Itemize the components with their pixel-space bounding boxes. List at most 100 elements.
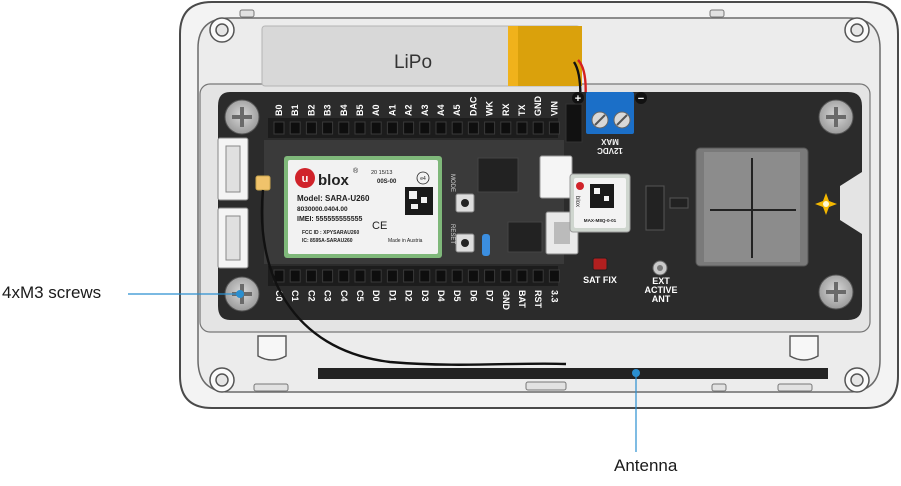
header-top-pin-label: A2 (404, 104, 414, 116)
header-bottom-pin-label: C2 (306, 290, 316, 302)
header-bottom-pin-label: D4 (436, 290, 446, 302)
header-bottom-pin-label: C3 (323, 290, 333, 302)
sat-fix-label: SAT FIX (583, 275, 617, 285)
header-top-pin-label: VIN (549, 101, 559, 116)
svg-text:e4: e4 (420, 176, 426, 182)
header-top-pin (306, 122, 316, 134)
header-top-pin (501, 122, 511, 134)
module-imei: IMEI: 555555555555 (297, 216, 362, 223)
antenna-callout-label: Antenna (614, 456, 677, 476)
header-top-pin (468, 122, 478, 134)
lte-antenna-strip (318, 368, 828, 379)
header-top-pin (533, 122, 543, 134)
module-brand: blox (318, 172, 349, 189)
header-top-pin-label: B0 (274, 104, 284, 116)
module-model: Model: SARA-U260 (297, 194, 370, 203)
header-top-pin (485, 122, 495, 134)
header-bottom-pin-label: D6 (468, 290, 478, 302)
header-bottom-pin (290, 270, 300, 282)
header-bottom-pin (355, 270, 365, 282)
header-bottom-pin (323, 270, 333, 282)
svg-text:−: − (638, 93, 644, 105)
svg-text:MODE: MODE (449, 174, 455, 192)
battery-label: LiPo (394, 52, 432, 73)
header-top-pin-label: TX (517, 104, 527, 116)
header-bottom-pin (387, 270, 397, 282)
svg-text:ANT: ANT (652, 294, 671, 304)
header-top-pin-label: B1 (290, 104, 300, 116)
header-top-pin-label: B3 (323, 104, 333, 116)
power-rating-1: 12VDC (597, 146, 623, 155)
header-bottom-pin-label: C4 (339, 290, 349, 302)
header-top-pin (549, 122, 559, 134)
header-top-pin-label: A5 (452, 104, 462, 116)
header-bottom-pin (452, 270, 462, 282)
header-bottom-pin-label: C5 (355, 290, 365, 302)
sat-fix-led (593, 258, 607, 270)
header-top-pin-label: A1 (387, 104, 397, 116)
header-bottom-pin (485, 270, 495, 282)
header-bottom-pin (468, 270, 478, 282)
header-bottom-pin-label: RST (533, 290, 543, 309)
module-serial: 8030000.0404.00 (297, 206, 348, 213)
gps-module: blox MAX-M8Q-0-01 (570, 174, 630, 232)
header-top-pin (355, 122, 365, 134)
header-top-pin (452, 122, 462, 134)
header-bottom-pin (501, 270, 511, 282)
header-bottom-pin-label: GND (501, 290, 511, 311)
header-top-pin-label: A4 (436, 104, 446, 116)
svg-text:IC: 8595A-SARAU260: IC: 8595A-SARAU260 (302, 238, 353, 244)
header-top-pin (404, 122, 414, 134)
header-top-pin-label: DAC (468, 96, 478, 116)
header-top-pin-label: GND (533, 96, 543, 117)
header-bottom-pin (339, 270, 349, 282)
screw-br (819, 275, 853, 309)
header-top-pin-label: WK (485, 101, 495, 116)
svg-text:FCC ID : XPYSARAU260: FCC ID : XPYSARAU260 (302, 230, 359, 236)
header-bottom-pin (517, 270, 527, 282)
header-top-pin (371, 122, 381, 134)
header-top-pin-label: B4 (339, 104, 349, 116)
header-bottom-pin-label: D3 (420, 290, 430, 302)
header-bottom-pin-label: D7 (485, 290, 495, 302)
header-bottom-pin-label: 3.3 (549, 290, 559, 303)
header-top-pin (274, 122, 284, 134)
svg-text:+: + (575, 93, 581, 105)
header-top-pin (339, 122, 349, 134)
screw-tl (225, 100, 259, 134)
header-top-pin (436, 122, 446, 134)
header-top-pin (290, 122, 300, 134)
header-top-pin-label: A3 (420, 104, 430, 116)
svg-text:MAX-M8Q-0-01: MAX-M8Q-0-01 (584, 218, 617, 223)
header-top-pin-label: RX (501, 103, 511, 116)
screws-callout-label: 4xM3 screws (2, 283, 101, 303)
svg-text:20 15/13: 20 15/13 (371, 170, 392, 176)
power-rating-2: MAX (600, 137, 618, 146)
header-top-pin (387, 122, 397, 134)
header-bottom-pin-label: C1 (290, 290, 300, 302)
header-top-pin-label: B5 (355, 104, 365, 116)
header-top-pin-label: A0 (371, 104, 381, 116)
svg-text:u: u (302, 173, 309, 185)
header-top-pin-label: B2 (306, 104, 316, 116)
header-bottom-pin (533, 270, 543, 282)
header-bottom-pin-label: D5 (452, 290, 462, 302)
gps-patch-antenna (696, 148, 808, 266)
header-top-pin (323, 122, 333, 134)
header-bottom-pin (306, 270, 316, 282)
header-bottom-pin (371, 270, 381, 282)
screw-tr (819, 100, 853, 134)
header-top-pin (517, 122, 527, 134)
svg-text:00S-00: 00S-00 (377, 179, 397, 185)
svg-text:CE: CE (372, 220, 387, 232)
svg-text:Made in Austria: Made in Austria (388, 238, 423, 244)
header-bottom-pin-label: BAT (517, 290, 527, 308)
battery-jst (540, 156, 572, 198)
header-bottom-pin (549, 270, 559, 282)
header-top-pin (420, 122, 430, 134)
ufl-connector (256, 176, 270, 190)
header-bottom-pin (436, 270, 446, 282)
svg-text:RESET: RESET (449, 224, 455, 244)
